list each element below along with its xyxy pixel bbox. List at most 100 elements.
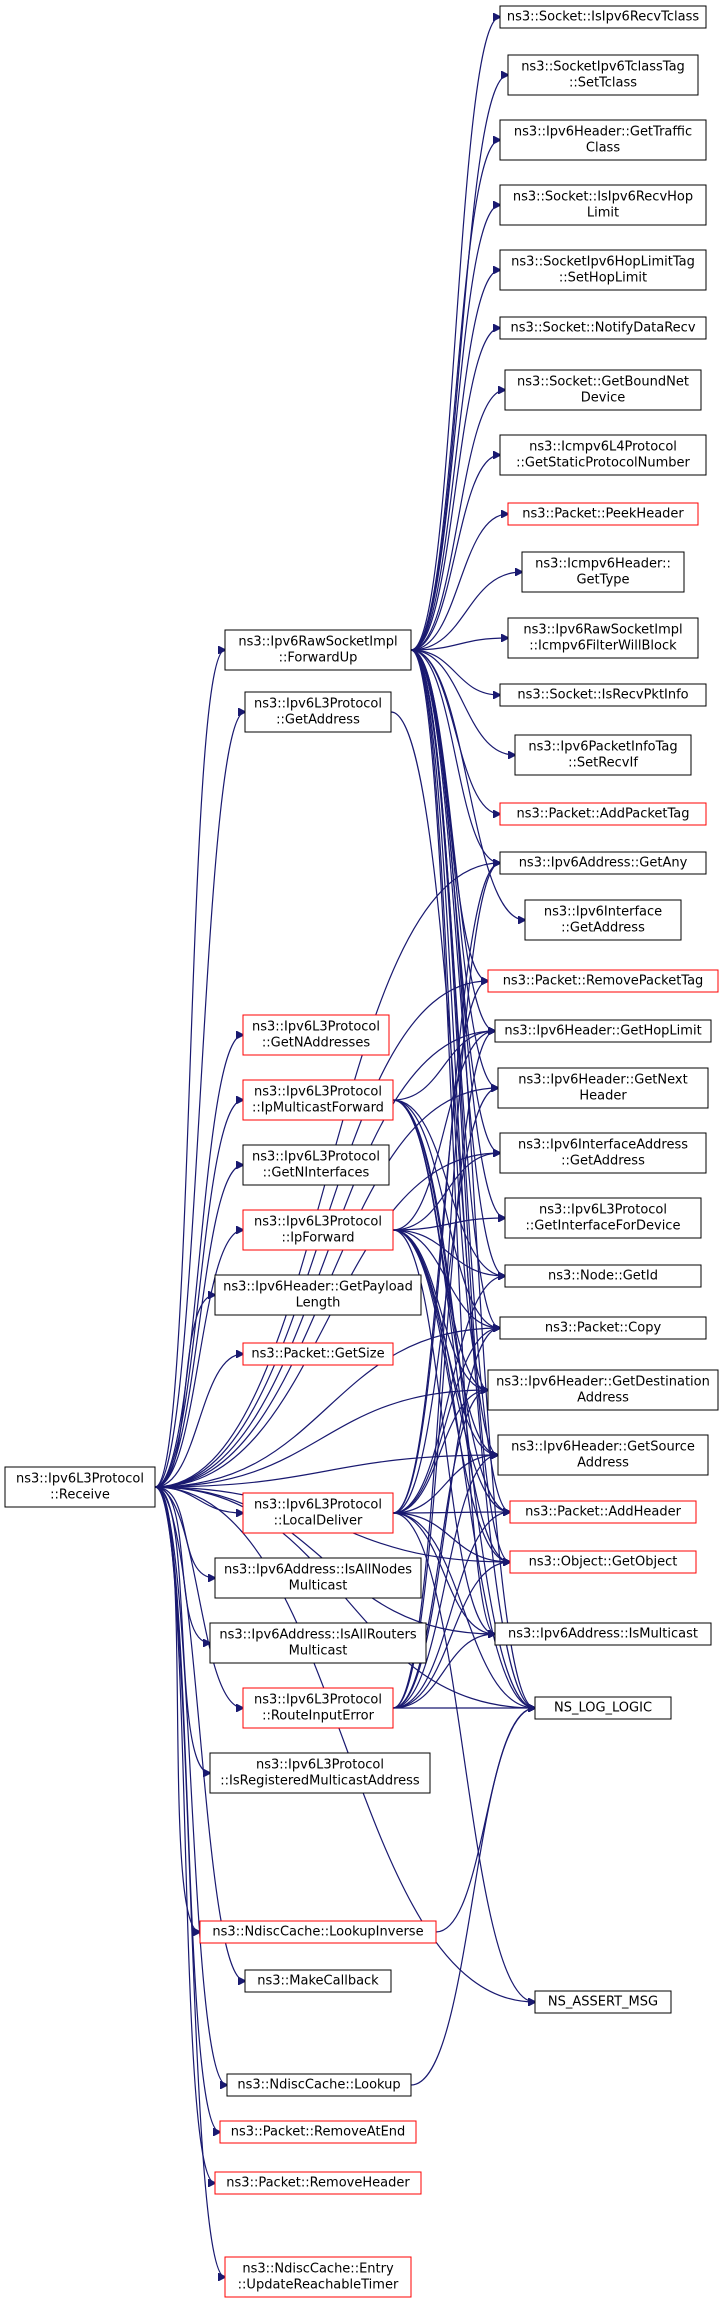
node-box[interactable] (224, 629, 412, 671)
node-box[interactable] (242, 1687, 394, 1729)
node-getany[interactable]: ns3::Ipv6Address::GetAny (499, 851, 707, 875)
node-box[interactable] (214, 1274, 422, 1316)
node-notifydatarecv[interactable]: ns3::Socket::NotifyDataRecv (499, 316, 707, 340)
node-box[interactable] (494, 1019, 712, 1043)
node-ifaddrgetaddress[interactable]: ns3::Ipv6InterfaceAddress::GetAddress (499, 1132, 707, 1174)
node-box[interactable] (214, 2171, 422, 2195)
node-box[interactable] (499, 119, 707, 161)
node-packetcopy[interactable]: ns3::Packet::Copy (499, 1316, 707, 1340)
node-box[interactable] (499, 184, 707, 226)
node-box[interactable] (242, 1079, 394, 1121)
node-isipv6recvtclass[interactable]: ns3::Socket::IsIpv6RecvTclass (499, 5, 707, 29)
node-addpackettag[interactable]: ns3::Packet::AddPacketTag (499, 802, 707, 826)
node-ipmulticastforward[interactable]: ns3::Ipv6L3Protocol::IpMulticastForward (242, 1079, 394, 1121)
node-setrecvif[interactable]: ns3::Ipv6PacketInfoTag::SetRecvIf (514, 734, 692, 776)
node-removeatend[interactable]: ns3::Packet::RemoveAtEnd (219, 2120, 417, 2144)
node-getaddress_l3[interactable]: ns3::Ipv6L3Protocol::GetAddress (244, 691, 392, 733)
node-lookup[interactable]: ns3::NdiscCache::Lookup (226, 2073, 412, 2097)
node-box[interactable] (214, 1557, 422, 1599)
node-gethoplimit[interactable]: ns3::Ipv6Header::GetHopLimit (494, 1019, 712, 1043)
node-box[interactable] (534, 1696, 672, 1720)
node-box[interactable] (494, 1622, 712, 1646)
node-getstaticprotocolnumber[interactable]: ns3::Icmpv6L4Protocol::GetStaticProtocol… (499, 434, 707, 476)
node-box[interactable] (244, 691, 392, 733)
node-peekheader[interactable]: ns3::Packet::PeekHeader (507, 502, 699, 526)
node-box[interactable] (226, 2073, 412, 2097)
node-addheader[interactable]: ns3::Packet::AddHeader (509, 1500, 697, 1524)
node-removepackettag[interactable]: ns3::Packet::RemovePacketTag (487, 969, 719, 993)
node-box[interactable] (209, 1622, 427, 1664)
node-box[interactable] (504, 1197, 702, 1239)
node-isregmulticast[interactable]: ns3::Ipv6L3Protocol::IsRegisteredMultica… (209, 1752, 431, 1794)
node-box[interactable] (499, 683, 707, 707)
node-isrecvpktinfo[interactable]: ns3::Socket::IsRecvPktInfo (499, 683, 707, 707)
node-lookupinverse[interactable]: ns3::NdiscCache::LookupInverse (199, 1920, 437, 1944)
node-makecallback[interactable]: ns3::MakeCallback (244, 1969, 392, 1993)
node-box[interactable] (499, 316, 707, 340)
node-getsize[interactable]: ns3::Packet::GetSize (242, 1342, 394, 1366)
node-box[interactable] (499, 249, 707, 291)
node-box[interactable] (242, 1342, 394, 1366)
node-box[interactable] (507, 502, 699, 526)
node-box[interactable] (499, 1132, 707, 1174)
node-updatetimer[interactable]: ns3::NdiscCache::Entry::UpdateReachableT… (224, 2256, 412, 2298)
node-box[interactable] (514, 734, 692, 776)
node-box[interactable] (497, 1067, 709, 1109)
node-box[interactable] (199, 1920, 437, 1944)
node-box[interactable] (524, 899, 682, 941)
node-box[interactable] (497, 1434, 709, 1476)
node-box[interactable] (242, 1492, 394, 1534)
node-box[interactable] (209, 1752, 431, 1794)
node-box[interactable] (521, 551, 685, 593)
node-localdeliver[interactable]: ns3::Ipv6L3Protocol::LocalDeliver (242, 1492, 394, 1534)
node-box[interactable] (499, 434, 707, 476)
node-settclass[interactable]: ns3::SocketIpv6TclassTag::SetTclass (507, 54, 699, 96)
root-node[interactable]: ns3::Ipv6L3Protocol::Receive (4, 1466, 156, 1508)
node-box[interactable] (504, 369, 702, 411)
node-box[interactable] (499, 5, 707, 29)
node-box[interactable] (244, 1969, 392, 1993)
node-routeinputerror[interactable]: ns3::Ipv6L3Protocol::RouteInputError (242, 1687, 394, 1729)
node-ipforward[interactable]: ns3::Ipv6L3Protocol::IpForward (242, 1209, 394, 1251)
node-box[interactable] (499, 851, 707, 875)
node-forwardup[interactable]: ns3::Ipv6RawSocketImpl::ForwardUp (224, 629, 412, 671)
node-box[interactable] (507, 54, 699, 96)
node-sethoplimit[interactable]: ns3::SocketIpv6HopLimitTag::SetHopLimit (499, 249, 707, 291)
node-getnaddresses[interactable]: ns3::Ipv6L3Protocol::GetNAddresses (242, 1014, 390, 1056)
node-box[interactable] (224, 2256, 412, 2298)
node-nsassertmsg[interactable]: NS_ASSERT_MSG (534, 1990, 672, 2014)
node-box[interactable] (242, 1014, 390, 1056)
node-getninterfaces[interactable]: ns3::Ipv6L3Protocol::GetNInterfaces (242, 1144, 390, 1186)
node-box[interactable] (487, 1369, 719, 1411)
node-nsloglogic[interactable]: NS_LOG_LOGIC (534, 1696, 672, 1720)
node-gettype[interactable]: ns3::Icmpv6Header::GetType (521, 551, 685, 593)
node-icmpv6filterwillblock[interactable]: ns3::Ipv6RawSocketImpl::Icmpv6FilterWill… (507, 617, 699, 659)
node-box[interactable] (509, 1500, 697, 1524)
node-box[interactable] (219, 2120, 417, 2144)
node-box[interactable] (242, 1209, 394, 1251)
node-box[interactable] (504, 1264, 702, 1288)
node-box[interactable] (487, 969, 719, 993)
node-box[interactable] (499, 802, 707, 826)
node-box[interactable] (507, 617, 699, 659)
node-box[interactable] (242, 1144, 390, 1186)
node-ifgetaddress[interactable]: ns3::Ipv6Interface::GetAddress (524, 899, 682, 941)
node-nodegetid[interactable]: ns3::Node::GetId (504, 1264, 702, 1288)
node-box[interactable] (534, 1990, 672, 2014)
node-getobject[interactable]: ns3::Object::GetObject (509, 1550, 697, 1574)
node-ismulticast[interactable]: ns3::Ipv6Address::IsMulticast (494, 1622, 712, 1646)
node-box[interactable] (4, 1466, 156, 1508)
node-box[interactable] (499, 1316, 707, 1340)
node-getinterfacefordevice[interactable]: ns3::Ipv6L3Protocol::GetInterfaceForDevi… (504, 1197, 702, 1239)
node-box[interactable] (509, 1550, 697, 1574)
node-removeheader[interactable]: ns3::Packet::RemoveHeader (214, 2171, 422, 2195)
